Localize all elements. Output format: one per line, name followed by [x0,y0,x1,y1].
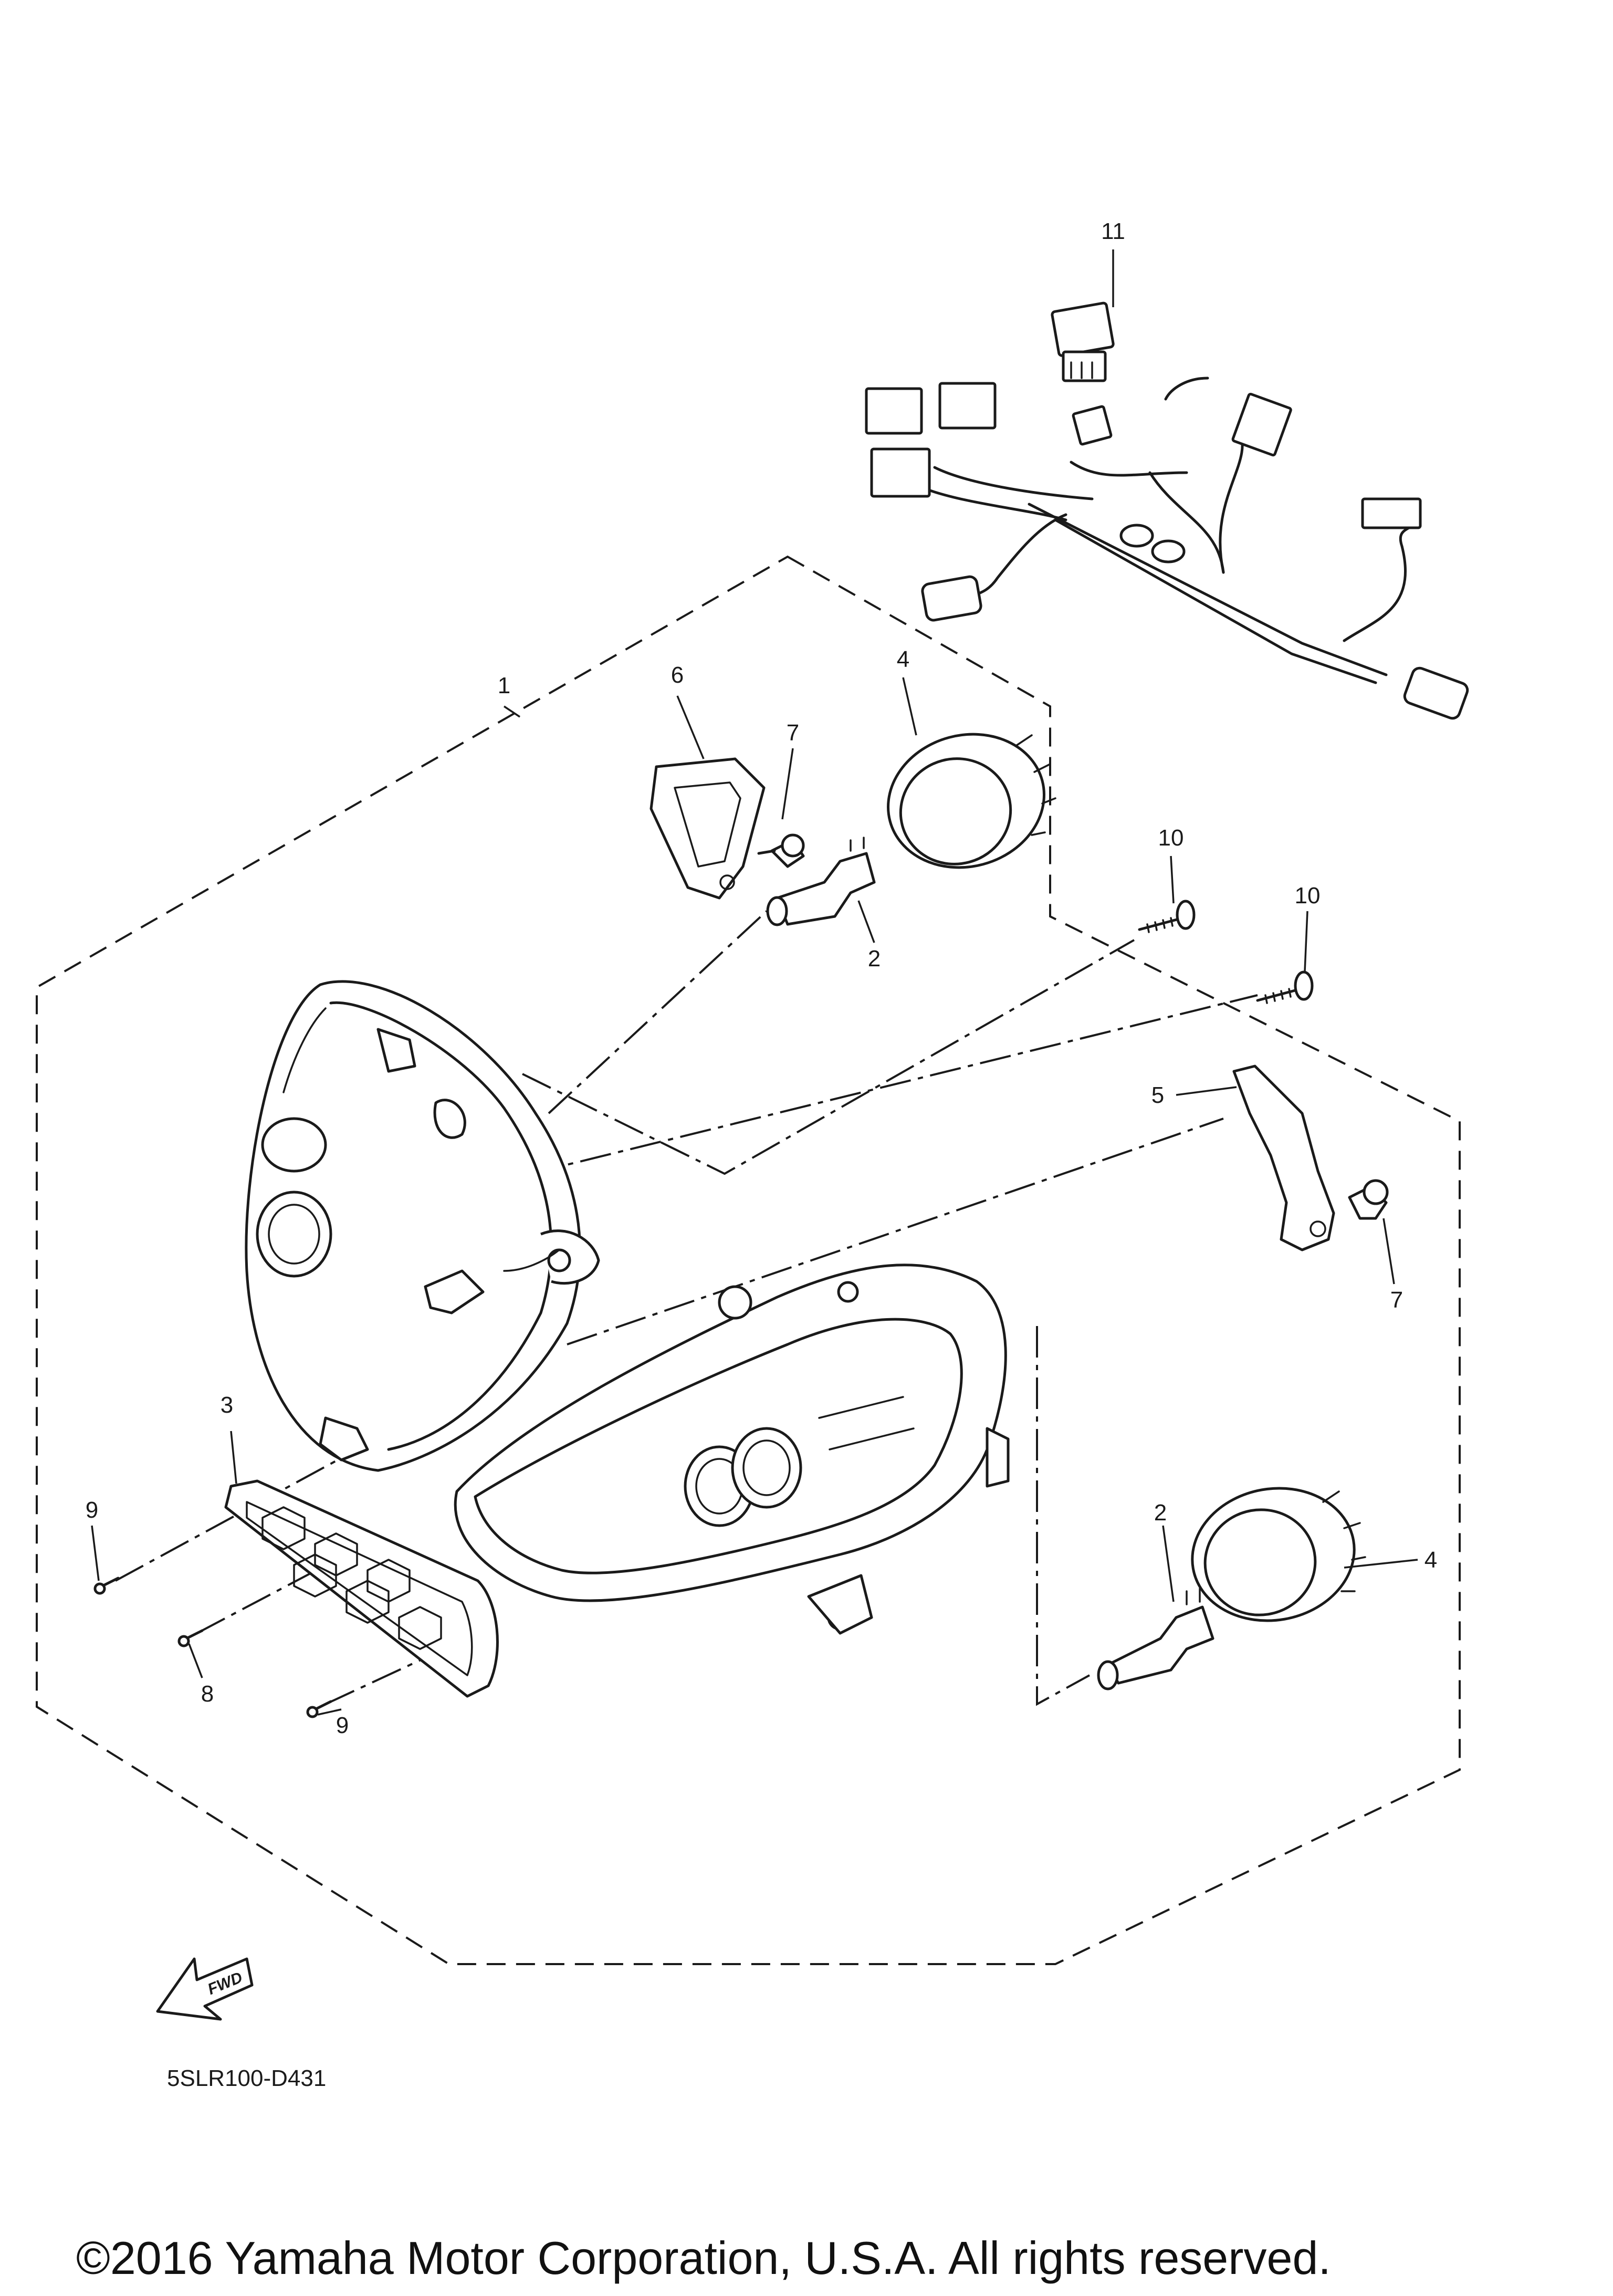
callout-9-bottom: 9 [336,1713,349,1738]
bracket-part-5 [1232,1064,1335,1251]
wire-harness [865,301,1469,720]
grille-part-3 [224,1479,499,1698]
callout-leaders [91,249,1418,1716]
callout-5: 5 [1151,1082,1164,1108]
callout-7-right: 7 [1390,1287,1403,1313]
screws-part-8-9 [93,1577,332,1718]
headlight-unit-left [245,980,600,1472]
headlight-bulb-part-2-bottom [1097,1588,1214,1690]
headlight-unit-right [454,1264,1010,1635]
callout-9-left: 9 [86,1497,98,1523]
headlight-bulb-part-2-top [766,837,876,926]
fwd-arrow-icon: FWD [156,1957,254,2021]
callout-2-bottom: 2 [1154,1500,1167,1526]
callout-6: 6 [671,662,684,688]
callout-10-a: 10 [1158,825,1184,851]
callout-3: 3 [221,1392,233,1418]
callout-4-top: 4 [897,646,909,672]
callout-1: 1 [498,673,510,698]
callout-10-b: 10 [1295,883,1321,909]
bulb-socket-ring-part-4-bottom [1191,1487,1366,1622]
bulb-socket-ring-part-4-top [887,733,1056,869]
position-bulb-part-7-top [757,833,805,868]
diagram-code: 5SLR100-D431 [167,2065,326,2091]
callout-7-top: 7 [787,720,799,746]
callout-2-top: 2 [868,946,881,972]
callout-4-bottom: 4 [1425,1547,1437,1573]
callout-8: 8 [201,1681,214,1707]
position-bulb-part-7-right [1348,1179,1389,1220]
copyright-notice: ©2016 Yamaha Motor Corporation, U.S.A. A… [76,2232,1331,2284]
callout-11: 11 [1101,218,1125,244]
screws-part-10 [1138,900,1314,1004]
bracket-part-6 [650,757,766,900]
alignment-lines [115,910,1258,1706]
